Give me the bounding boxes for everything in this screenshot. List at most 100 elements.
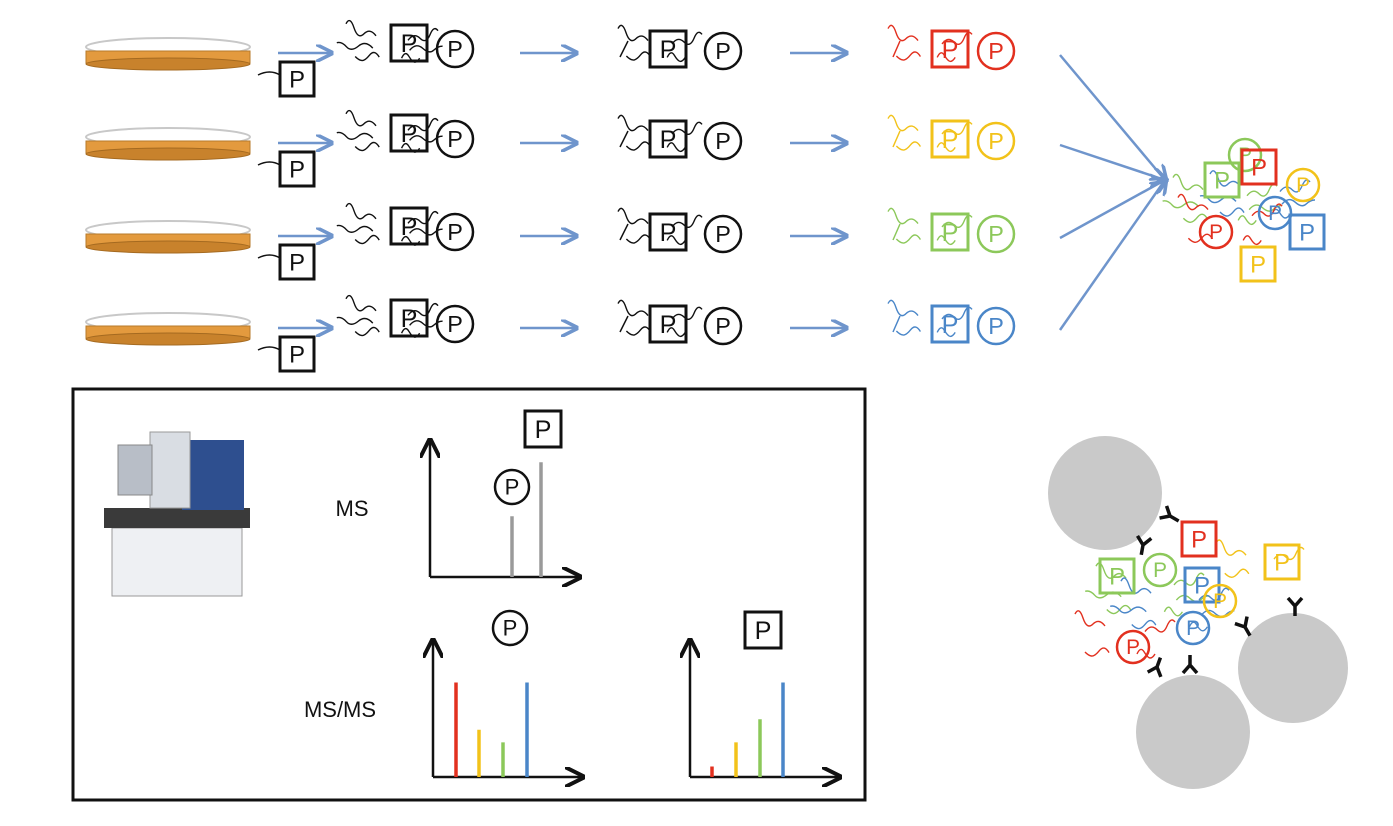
- square-tag-letter: P: [401, 213, 418, 241]
- protein-strands-icon: [617, 299, 703, 338]
- circle-tag-ring: [703, 31, 743, 71]
- converge-arrow: [1059, 143, 1165, 180]
- square-tag-icon: P: [930, 304, 970, 344]
- protein-strand: [671, 121, 703, 135]
- antibody-icon: [1146, 657, 1163, 678]
- circle-tag-icon: P: [703, 31, 743, 71]
- square-tag-frame: [930, 212, 970, 252]
- protein-strand: [354, 51, 380, 62]
- square-tag-icon: P: [930, 29, 970, 69]
- culture-dish-icon: [85, 220, 251, 254]
- square-tag-frame: [648, 29, 688, 69]
- square-tag-icon: P: [648, 29, 688, 69]
- protein-strand: [1106, 604, 1132, 615]
- square-tag-letter: P: [289, 157, 305, 184]
- circle-tag-icon: P: [493, 468, 531, 506]
- protein-strand: [1163, 606, 1184, 617]
- protein-strand: [345, 109, 377, 127]
- circle-tag-icon: P: [703, 121, 743, 161]
- protein-strand: [625, 51, 652, 61]
- instrument-base: [111, 527, 243, 597]
- square-tag-frame: [930, 304, 970, 344]
- square-tag-frame: [389, 113, 429, 153]
- protein-strand: [887, 114, 919, 132]
- protein-strand: [666, 235, 686, 246]
- protein-strand: [1173, 572, 1205, 586]
- protein-strand: [345, 19, 377, 37]
- square-tag-frame: [930, 29, 970, 69]
- circle-tag-ring: [976, 121, 1016, 161]
- protein-strand: [1242, 235, 1262, 246]
- protein-strand: [1188, 621, 1209, 632]
- square-tag-frame: [648, 212, 688, 252]
- protein-strand: [887, 24, 919, 42]
- protein-strand: [666, 327, 686, 338]
- antibody-icon: [1286, 596, 1304, 616]
- circle-tag-letter: P: [447, 126, 463, 152]
- protein-strand: [1177, 193, 1209, 211]
- square-tag-icon: P: [523, 409, 563, 449]
- circle-tag-icon: P: [435, 304, 475, 344]
- square-tag-frame: [1203, 161, 1241, 199]
- circle-tag-letter: P: [715, 128, 731, 154]
- circle-tag-letter: P: [988, 38, 1004, 64]
- protein-strand: [1084, 647, 1110, 657]
- square-tag-letter: P: [660, 36, 677, 64]
- msms-circle-spectrum: P: [433, 609, 581, 777]
- circle-tag-letter: P: [1186, 617, 1200, 640]
- circle-tag-letter: P: [1126, 636, 1140, 659]
- protein-strand: [666, 52, 686, 63]
- square-tag-letter: P: [289, 250, 305, 277]
- protein-strand: [1219, 207, 1245, 217]
- protein-strand: [936, 142, 956, 153]
- protein-strands-icon: [1074, 610, 1176, 659]
- square-tag-frame: [743, 610, 783, 650]
- converge-arrow: [1059, 54, 1165, 180]
- culture-dish-icon: [85, 127, 251, 161]
- square-tag-icon: P: [1203, 161, 1241, 199]
- square-tag-frame: [389, 206, 429, 246]
- dish-base: [85, 57, 251, 71]
- mass-spectrometer-icon: [104, 431, 250, 597]
- protein-strand: [887, 299, 919, 317]
- circle-tag-icon: P: [435, 29, 475, 69]
- square-tag-letter: P: [401, 30, 418, 58]
- circle-tag-letter: P: [1213, 590, 1227, 613]
- protein-strands-icon: [617, 207, 703, 246]
- protein-strand: [617, 207, 649, 225]
- protein-strand: [671, 214, 703, 228]
- protein-strand: [666, 142, 686, 153]
- protein-strand: [1172, 173, 1204, 191]
- square-tag-letter: P: [1109, 564, 1125, 591]
- tag-linker: [257, 346, 281, 351]
- square-tag-icon: P: [648, 304, 688, 344]
- square-tag-letter: P: [755, 617, 772, 645]
- square-tag-letter: P: [1250, 252, 1266, 279]
- square-tag-icon: P: [1098, 557, 1136, 595]
- square-tag-icon: P: [389, 206, 429, 246]
- culture-dish-icon: [85, 37, 251, 71]
- square-tag-icon: P: [389, 113, 429, 153]
- square-tag-frame: [648, 119, 688, 159]
- square-tag-letter: P: [660, 311, 677, 339]
- square-tag-frame: [1288, 213, 1326, 251]
- square-tag-icon: P: [278, 335, 316, 373]
- protein-strand: [625, 141, 652, 151]
- ms-label: MS: [336, 496, 369, 521]
- protein-strand: [617, 24, 649, 42]
- cut-mark: [619, 315, 629, 333]
- square-tag-frame: [389, 23, 429, 63]
- square-tag-icon: P: [1180, 520, 1218, 558]
- protein-strands-icon: [887, 299, 973, 338]
- cut-mark: [619, 223, 629, 241]
- square-tag-icon: P: [389, 23, 429, 63]
- square-tag-frame: [1263, 543, 1301, 581]
- square-tag-icon: P: [648, 212, 688, 252]
- square-tag-icon: P: [278, 60, 316, 98]
- dish-base: [85, 240, 251, 254]
- protein-strand: [336, 224, 374, 233]
